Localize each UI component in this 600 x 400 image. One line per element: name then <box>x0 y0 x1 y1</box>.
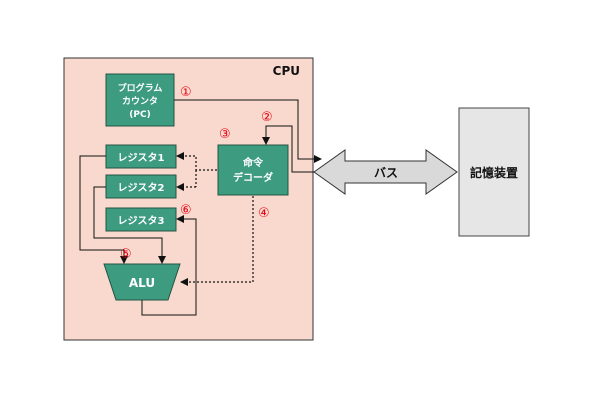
bus-arrow <box>313 149 458 195</box>
program-counter-box <box>105 73 175 127</box>
step-2-label: ② <box>261 110 273 125</box>
program-counter-label-1: プログラム <box>118 82 163 94</box>
bus-to-decoder-line <box>262 125 314 173</box>
register2-to-alu-line <box>93 186 166 264</box>
memory-box <box>458 107 530 237</box>
alu-shape <box>103 263 181 301</box>
step-5-label: ⑤ <box>120 247 132 262</box>
bus-label: バス <box>374 166 398 180</box>
alu-label: ALU <box>129 276 155 290</box>
memory-label: 記憶装置 <box>470 165 518 180</box>
step-6-label: ⑥ <box>180 203 192 218</box>
instruction-decoder-label-1: 命令 <box>242 156 264 169</box>
register-2-label: レジスタ2 <box>118 182 165 194</box>
step-4-label: ④ <box>258 206 270 221</box>
pc-to-bus-line <box>174 99 322 163</box>
decoder-to-alu-dotted <box>180 196 254 286</box>
register1-to-alu-line <box>79 155 128 264</box>
decoder-to-register1-dotted <box>176 152 217 171</box>
cpu-label: CPU <box>273 64 300 78</box>
register-3-label: レジスタ3 <box>118 215 165 227</box>
instruction-decoder-box <box>217 144 289 196</box>
register-1-label: レジスタ1 <box>118 152 165 164</box>
alu-to-register3-line <box>141 215 197 316</box>
program-counter-label-3: (PC) <box>129 110 150 120</box>
program-counter-label-2: カウンタ <box>122 95 158 107</box>
instruction-decoder-label-2: デコーダ <box>233 171 273 184</box>
step-3-label: ③ <box>219 127 231 142</box>
step-1-label: ① <box>180 85 192 100</box>
